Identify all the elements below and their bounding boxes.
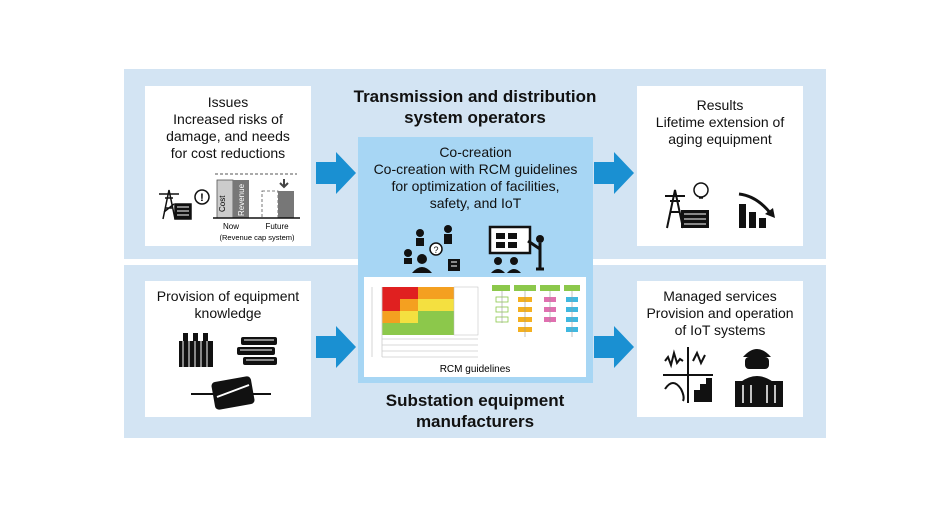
future-label: Future bbox=[265, 222, 289, 231]
rcm-guidelines-caption: RCM guidelines bbox=[440, 364, 511, 375]
revenue-label: Revenue bbox=[237, 183, 246, 216]
risk-matrix bbox=[371, 286, 479, 358]
now-label: Now bbox=[223, 222, 239, 231]
arrow-cocreation-to-results bbox=[594, 152, 634, 194]
arrow-issues-to-cocreation bbox=[316, 152, 356, 194]
manufacturers-title: Substation equipment manufacturers bbox=[385, 391, 565, 431]
arrow-cocreation-to-managed bbox=[594, 326, 634, 368]
signal-chart-icon bbox=[663, 347, 713, 403]
revenue-cap-caption: (Revenue cap system) bbox=[219, 233, 295, 242]
issues-box: Issues Increased risks of damage, and ne… bbox=[145, 86, 311, 246]
provision-box: Provision of equipment knowledge bbox=[145, 281, 311, 417]
provision-text: Provision of equipment knowledge bbox=[156, 288, 300, 321]
revenue-cap-figure: ! Cost Revenue Now Future (Revenue cap s… bbox=[159, 173, 300, 242]
flowchart bbox=[492, 285, 580, 337]
cost-bar-future bbox=[261, 190, 279, 219]
equipment-icon bbox=[191, 376, 271, 410]
factory-icon bbox=[665, 182, 709, 229]
cost-label: Cost bbox=[218, 195, 227, 212]
svg-text:!: ! bbox=[200, 192, 204, 204]
meeting-icon: ? bbox=[404, 225, 460, 273]
cocreation-text: Co-creation Co-creation with RCM guideli… bbox=[373, 144, 578, 211]
revenue-bar-future bbox=[278, 191, 294, 218]
rcm-guidelines-document: RCM guidelines bbox=[364, 277, 586, 377]
managed-text: Managed services Provision and operation… bbox=[646, 288, 794, 338]
arrow-provision-to-cocreation bbox=[316, 326, 356, 368]
results-box: Results Lifetime extension of aging equi… bbox=[637, 86, 803, 246]
presentation-icon bbox=[488, 225, 544, 273]
svg-text:?: ? bbox=[433, 245, 438, 255]
down-arrow-icon bbox=[279, 179, 289, 189]
results-text: Results Lifetime extension of aging equi… bbox=[655, 97, 785, 147]
transformer-icon bbox=[179, 333, 213, 367]
decline-chart-icon bbox=[738, 192, 775, 228]
books-icon bbox=[237, 337, 277, 365]
issues-text: Issues Increased risks of damage, and ne… bbox=[166, 94, 290, 161]
alert-icon: ! bbox=[194, 189, 210, 205]
operators-title: Transmission and distribution system ope… bbox=[353, 87, 597, 127]
managed-box: Managed services Provision and operation… bbox=[637, 281, 803, 417]
cocreation-panel: Co-creation Co-creation with RCM guideli… bbox=[358, 137, 593, 383]
transmission-tower-icon bbox=[159, 189, 192, 220]
engineer-icon bbox=[735, 349, 783, 407]
revenue-bar-now bbox=[233, 180, 249, 218]
